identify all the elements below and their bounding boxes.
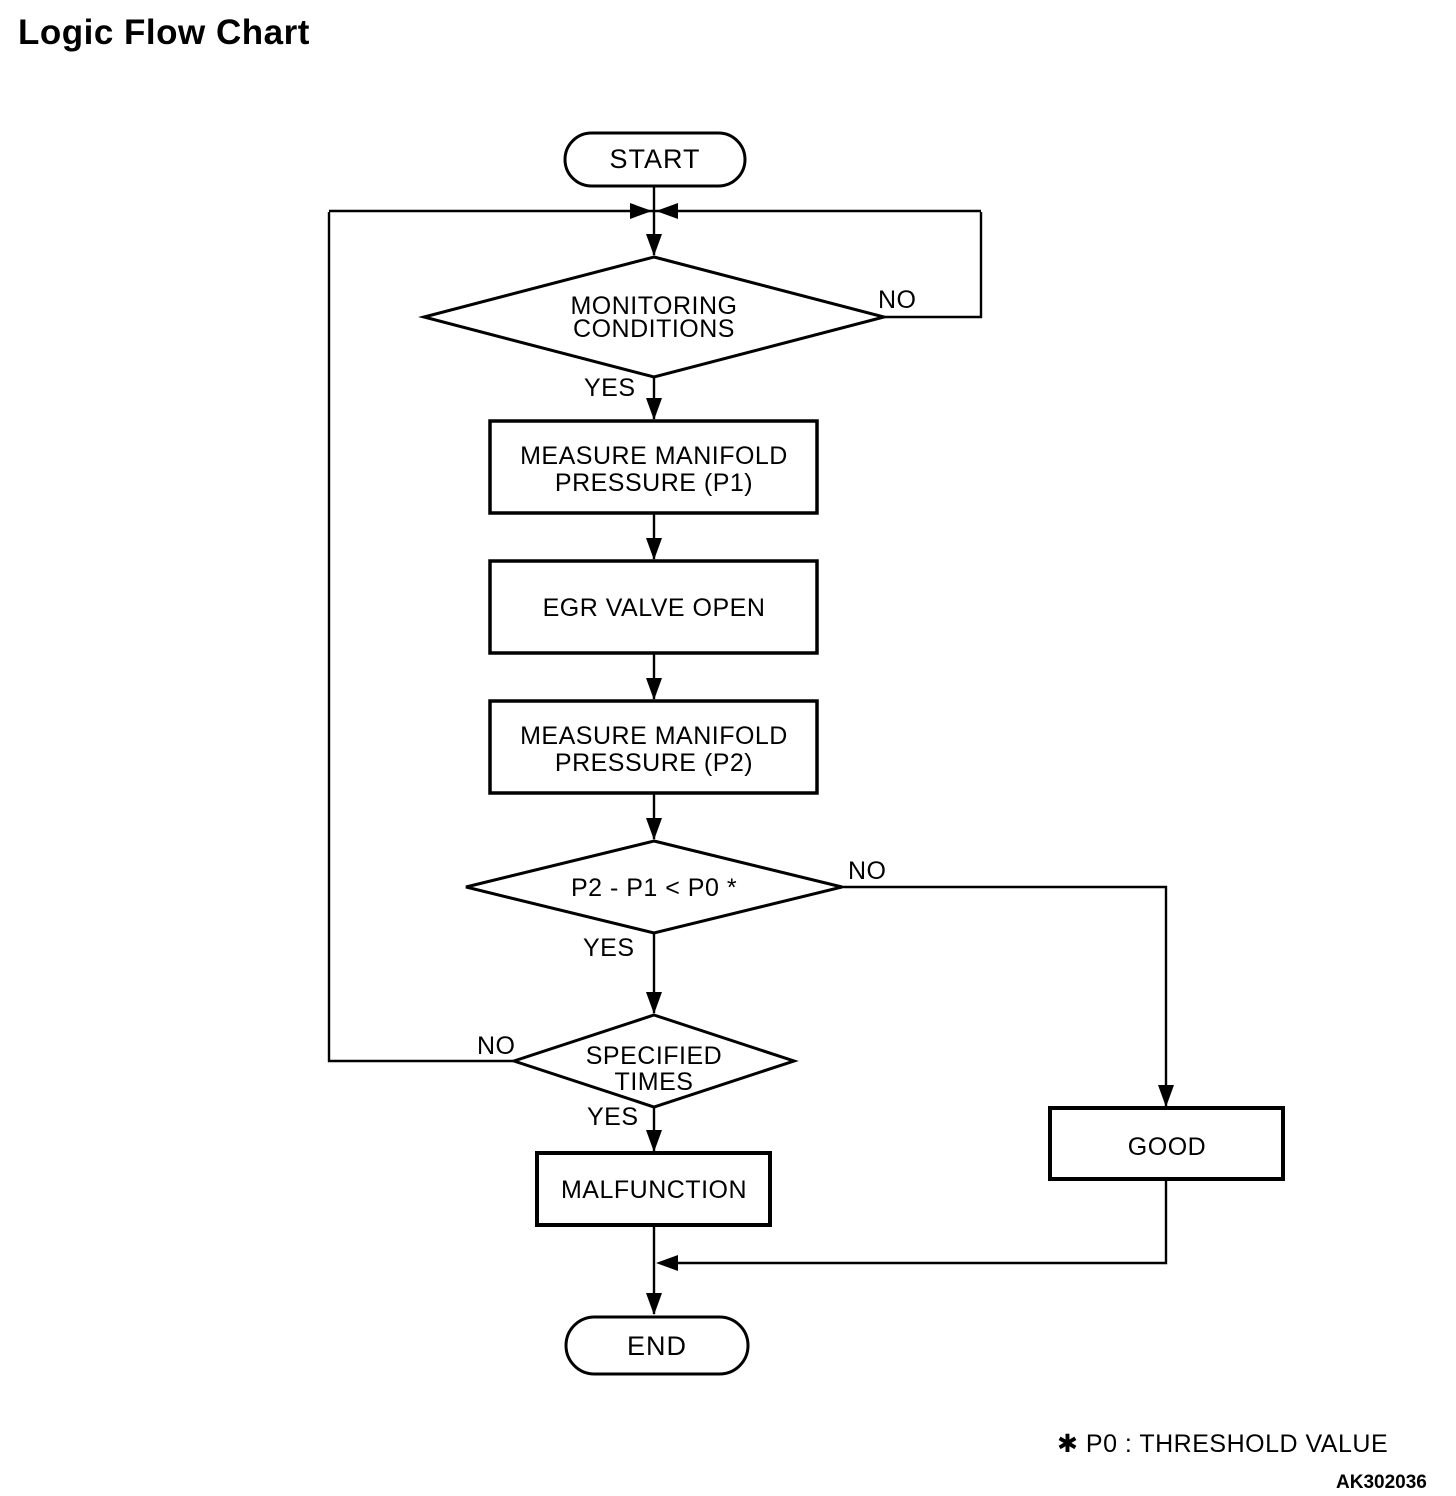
label-compare-no: NO (848, 857, 887, 885)
arrowhead-right-icon (630, 203, 652, 219)
arrowhead-down-icon (646, 1130, 662, 1152)
node-monitoring-conditions: MONITORING CONDITIONS (418, 255, 890, 379)
label-monitoring-no: NO (878, 286, 917, 314)
measure-p1-label-line2: PRESSURE (P1) (555, 469, 753, 497)
edge-specified-yes (646, 1107, 662, 1152)
edge-start-to-monitoring (646, 186, 662, 256)
figure-code: AK302036 (1336, 1472, 1427, 1493)
edge-monitoring-yes (646, 377, 662, 420)
compare-label: P2 - P1 < P0 * (571, 874, 737, 902)
footnote-threshold-value: ✱ P0 : THRESHOLD VALUE (1057, 1430, 1388, 1458)
end-label: END (627, 1331, 687, 1361)
specified-times-label-line1: SPECIFIED (586, 1042, 722, 1070)
edge-malfunction-to-end (646, 1225, 662, 1315)
node-specified-times: SPECIFIED TIMES (509, 1013, 799, 1109)
label-compare-yes: YES (583, 934, 635, 962)
node-start: START (563, 131, 747, 188)
arrowhead-left-icon (656, 1255, 678, 1271)
node-compare-pressure: P2 - P1 < P0 * (465, 839, 843, 935)
label-specified-no: NO (477, 1032, 516, 1060)
node-egr-valve-open: EGR VALVE OPEN (488, 559, 819, 655)
arrowhead-down-icon (646, 538, 662, 560)
monitoring-label-line1: MONITORING (570, 292, 737, 320)
node-malfunction: MALFUNCTION (535, 1151, 772, 1227)
malfunction-label: MALFUNCTION (561, 1176, 747, 1204)
edge-monitoring-no (884, 212, 983, 319)
page-title: Logic Flow Chart (18, 13, 310, 52)
node-measure-pressure-p1: MEASURE MANIFOLD PRESSURE (P1) (488, 419, 819, 515)
edge-return-junction (329, 203, 981, 219)
arrowhead-down-icon (646, 818, 662, 840)
label-monitoring-yes: YES (584, 374, 636, 402)
measure-p1-label-line1: MEASURE MANIFOLD (520, 442, 788, 470)
node-measure-pressure-p2: MEASURE MANIFOLD PRESSURE (P2) (488, 699, 819, 795)
node-good: GOOD (1048, 1106, 1285, 1181)
arrowhead-down-icon (646, 234, 662, 256)
edge-specified-no (327, 212, 514, 1063)
arrowhead-left-icon (656, 203, 678, 219)
good-label: GOOD (1128, 1133, 1206, 1161)
edge-compare-yes (646, 933, 662, 1014)
edge-good-merge (656, 1179, 1168, 1271)
arrowhead-down-icon (1158, 1085, 1174, 1107)
arrowhead-down-icon (646, 1293, 662, 1315)
monitoring-label-line2: CONDITIONS (573, 315, 735, 343)
arrowhead-down-icon (646, 992, 662, 1014)
arrowhead-down-icon (646, 398, 662, 420)
edge-p2-to-compare (646, 793, 662, 840)
edge-egr-to-p2 (646, 653, 662, 700)
specified-times-label-line2: TIMES (615, 1068, 694, 1096)
start-label: START (609, 144, 700, 174)
node-end: END (564, 1315, 750, 1376)
edge-compare-no (842, 885, 1174, 1107)
measure-p2-label-line1: MEASURE MANIFOLD (520, 722, 788, 750)
edge-p1-to-egr (646, 513, 662, 560)
measure-p2-label-line2: PRESSURE (P2) (555, 749, 753, 777)
egr-valve-label: EGR VALVE OPEN (543, 594, 766, 622)
label-specified-yes: YES (587, 1103, 639, 1131)
arrowhead-down-icon (646, 678, 662, 700)
